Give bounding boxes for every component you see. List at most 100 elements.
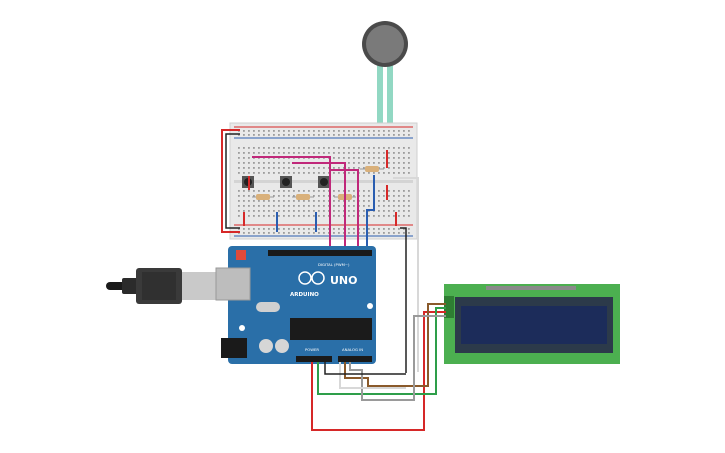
breadboard-hole xyxy=(283,130,285,132)
breadboard-hole xyxy=(393,195,395,197)
breadboard-hole xyxy=(243,134,245,136)
resistor-4[interactable] xyxy=(360,166,384,172)
breadboard-hole xyxy=(293,215,295,217)
breadboard-hole xyxy=(288,210,290,212)
breadboard-hole xyxy=(253,215,255,217)
wire-magenta-3[interactable] xyxy=(330,169,359,252)
wire-black-gnd-loop[interactable] xyxy=(225,133,240,229)
breadboard-hole xyxy=(318,205,320,207)
breadboard-hole xyxy=(408,190,410,192)
wire-gray-scl[interactable] xyxy=(349,315,446,401)
breadboard-hole xyxy=(273,205,275,207)
wire-white-analog[interactable] xyxy=(339,362,406,389)
lcd-i2c-pins[interactable] xyxy=(444,296,454,318)
arduino-model-text: UNO xyxy=(330,274,358,287)
breadboard-hole xyxy=(328,195,330,197)
breadboard-hole xyxy=(253,162,255,164)
digital-header[interactable] xyxy=(268,250,372,256)
breadboard-hole xyxy=(328,152,330,154)
breadboard-hole xyxy=(353,205,355,207)
wire-magenta-2[interactable] xyxy=(292,162,346,252)
breadboard-hole xyxy=(263,162,265,164)
breadboard-hole xyxy=(313,200,315,202)
breadboard-hole xyxy=(258,130,260,132)
breadboard-hole xyxy=(368,232,370,234)
reset-button[interactable] xyxy=(236,250,246,260)
breadboard-hole xyxy=(303,152,305,154)
breadboard-hole xyxy=(243,152,245,154)
breadboard-hole xyxy=(378,157,380,159)
breadboard-hole xyxy=(393,162,395,164)
force-sensor-pad xyxy=(366,25,404,63)
breadboard-hole xyxy=(293,195,295,197)
wire-red-5v[interactable] xyxy=(311,311,446,431)
breadboard-hole xyxy=(283,232,285,234)
breadboard-hole xyxy=(403,134,405,136)
resistor-icon xyxy=(296,194,310,200)
breadboard-hole xyxy=(343,134,345,136)
resistor-2[interactable] xyxy=(292,194,314,200)
wire-red-power-loop[interactable] xyxy=(221,129,240,233)
breadboard-hole xyxy=(353,167,355,169)
wire-magenta-1[interactable] xyxy=(252,156,331,252)
breadboard-hole xyxy=(278,130,280,132)
breadboard-hole xyxy=(243,190,245,192)
wire-black-bb[interactable] xyxy=(400,227,407,373)
breadboard-hole xyxy=(243,167,245,169)
breadboard-hole xyxy=(258,162,260,164)
breadboard-hole xyxy=(398,210,400,212)
breadboard-hole xyxy=(378,134,380,136)
breadboard-hole xyxy=(373,215,375,217)
wire-brown-sda[interactable] xyxy=(344,303,446,387)
breadboard-hole xyxy=(348,152,350,154)
breadboard-hole xyxy=(288,147,290,149)
analog-header[interactable] xyxy=(338,356,372,362)
breadboard-hole xyxy=(353,147,355,149)
breadboard-hole xyxy=(288,232,290,234)
breadboard-hole xyxy=(253,195,255,197)
arduino-uno-board[interactable]: ARDUINO UNO DIGITAL (PWM~) POWER ANALOG … xyxy=(215,246,376,364)
pushbutton-icon xyxy=(320,178,328,186)
breadboard-hole xyxy=(408,200,410,202)
breadboard-hole xyxy=(398,228,400,230)
breadboard-hole xyxy=(373,130,375,132)
breadboard-hole xyxy=(238,172,240,174)
pushbutton-3[interactable] xyxy=(318,176,330,188)
breadboard-hole xyxy=(263,232,265,234)
usb-cable-icon[interactable] xyxy=(106,268,228,304)
breadboard-hole xyxy=(338,215,340,217)
breadboard-hole xyxy=(273,215,275,217)
breadboard-hole xyxy=(238,190,240,192)
breadboard-hole xyxy=(398,130,400,132)
power-jack[interactable] xyxy=(221,338,247,358)
lcd-header-pins[interactable] xyxy=(486,286,576,290)
power-header[interactable] xyxy=(296,356,332,362)
breadboard-hole xyxy=(323,228,325,230)
resistor-1[interactable] xyxy=(252,194,274,200)
breadboard-hole xyxy=(268,232,270,234)
usb-port[interactable] xyxy=(215,267,251,301)
breadboard-hole xyxy=(333,210,335,212)
breadboard-hole xyxy=(268,134,270,136)
breadboard-hole xyxy=(263,167,265,169)
pushbutton-2[interactable] xyxy=(280,176,292,188)
breadboard-hole xyxy=(283,215,285,217)
breadboard-hole xyxy=(393,152,395,154)
lcd-display[interactable] xyxy=(444,284,620,364)
breadboard-hole xyxy=(328,215,330,217)
breadboard-hole xyxy=(338,157,340,159)
breadboard-hole xyxy=(403,147,405,149)
breadboard-hole xyxy=(368,134,370,136)
wire-green-gnd[interactable] xyxy=(317,307,446,395)
breadboard-hole xyxy=(408,147,410,149)
wire-blue-4[interactable] xyxy=(366,175,375,252)
breadboard-hole xyxy=(238,205,240,207)
breadboard-hole xyxy=(338,190,340,192)
breadboard-hole xyxy=(298,167,300,169)
wire-white-lcd[interactable] xyxy=(393,177,419,372)
crystal-oscillator xyxy=(256,302,280,312)
wire-black-gnd-bottom[interactable] xyxy=(324,362,406,375)
breadboard-hole xyxy=(243,172,245,174)
breadboard-hole xyxy=(378,195,380,197)
force-sensor[interactable] xyxy=(362,21,408,148)
